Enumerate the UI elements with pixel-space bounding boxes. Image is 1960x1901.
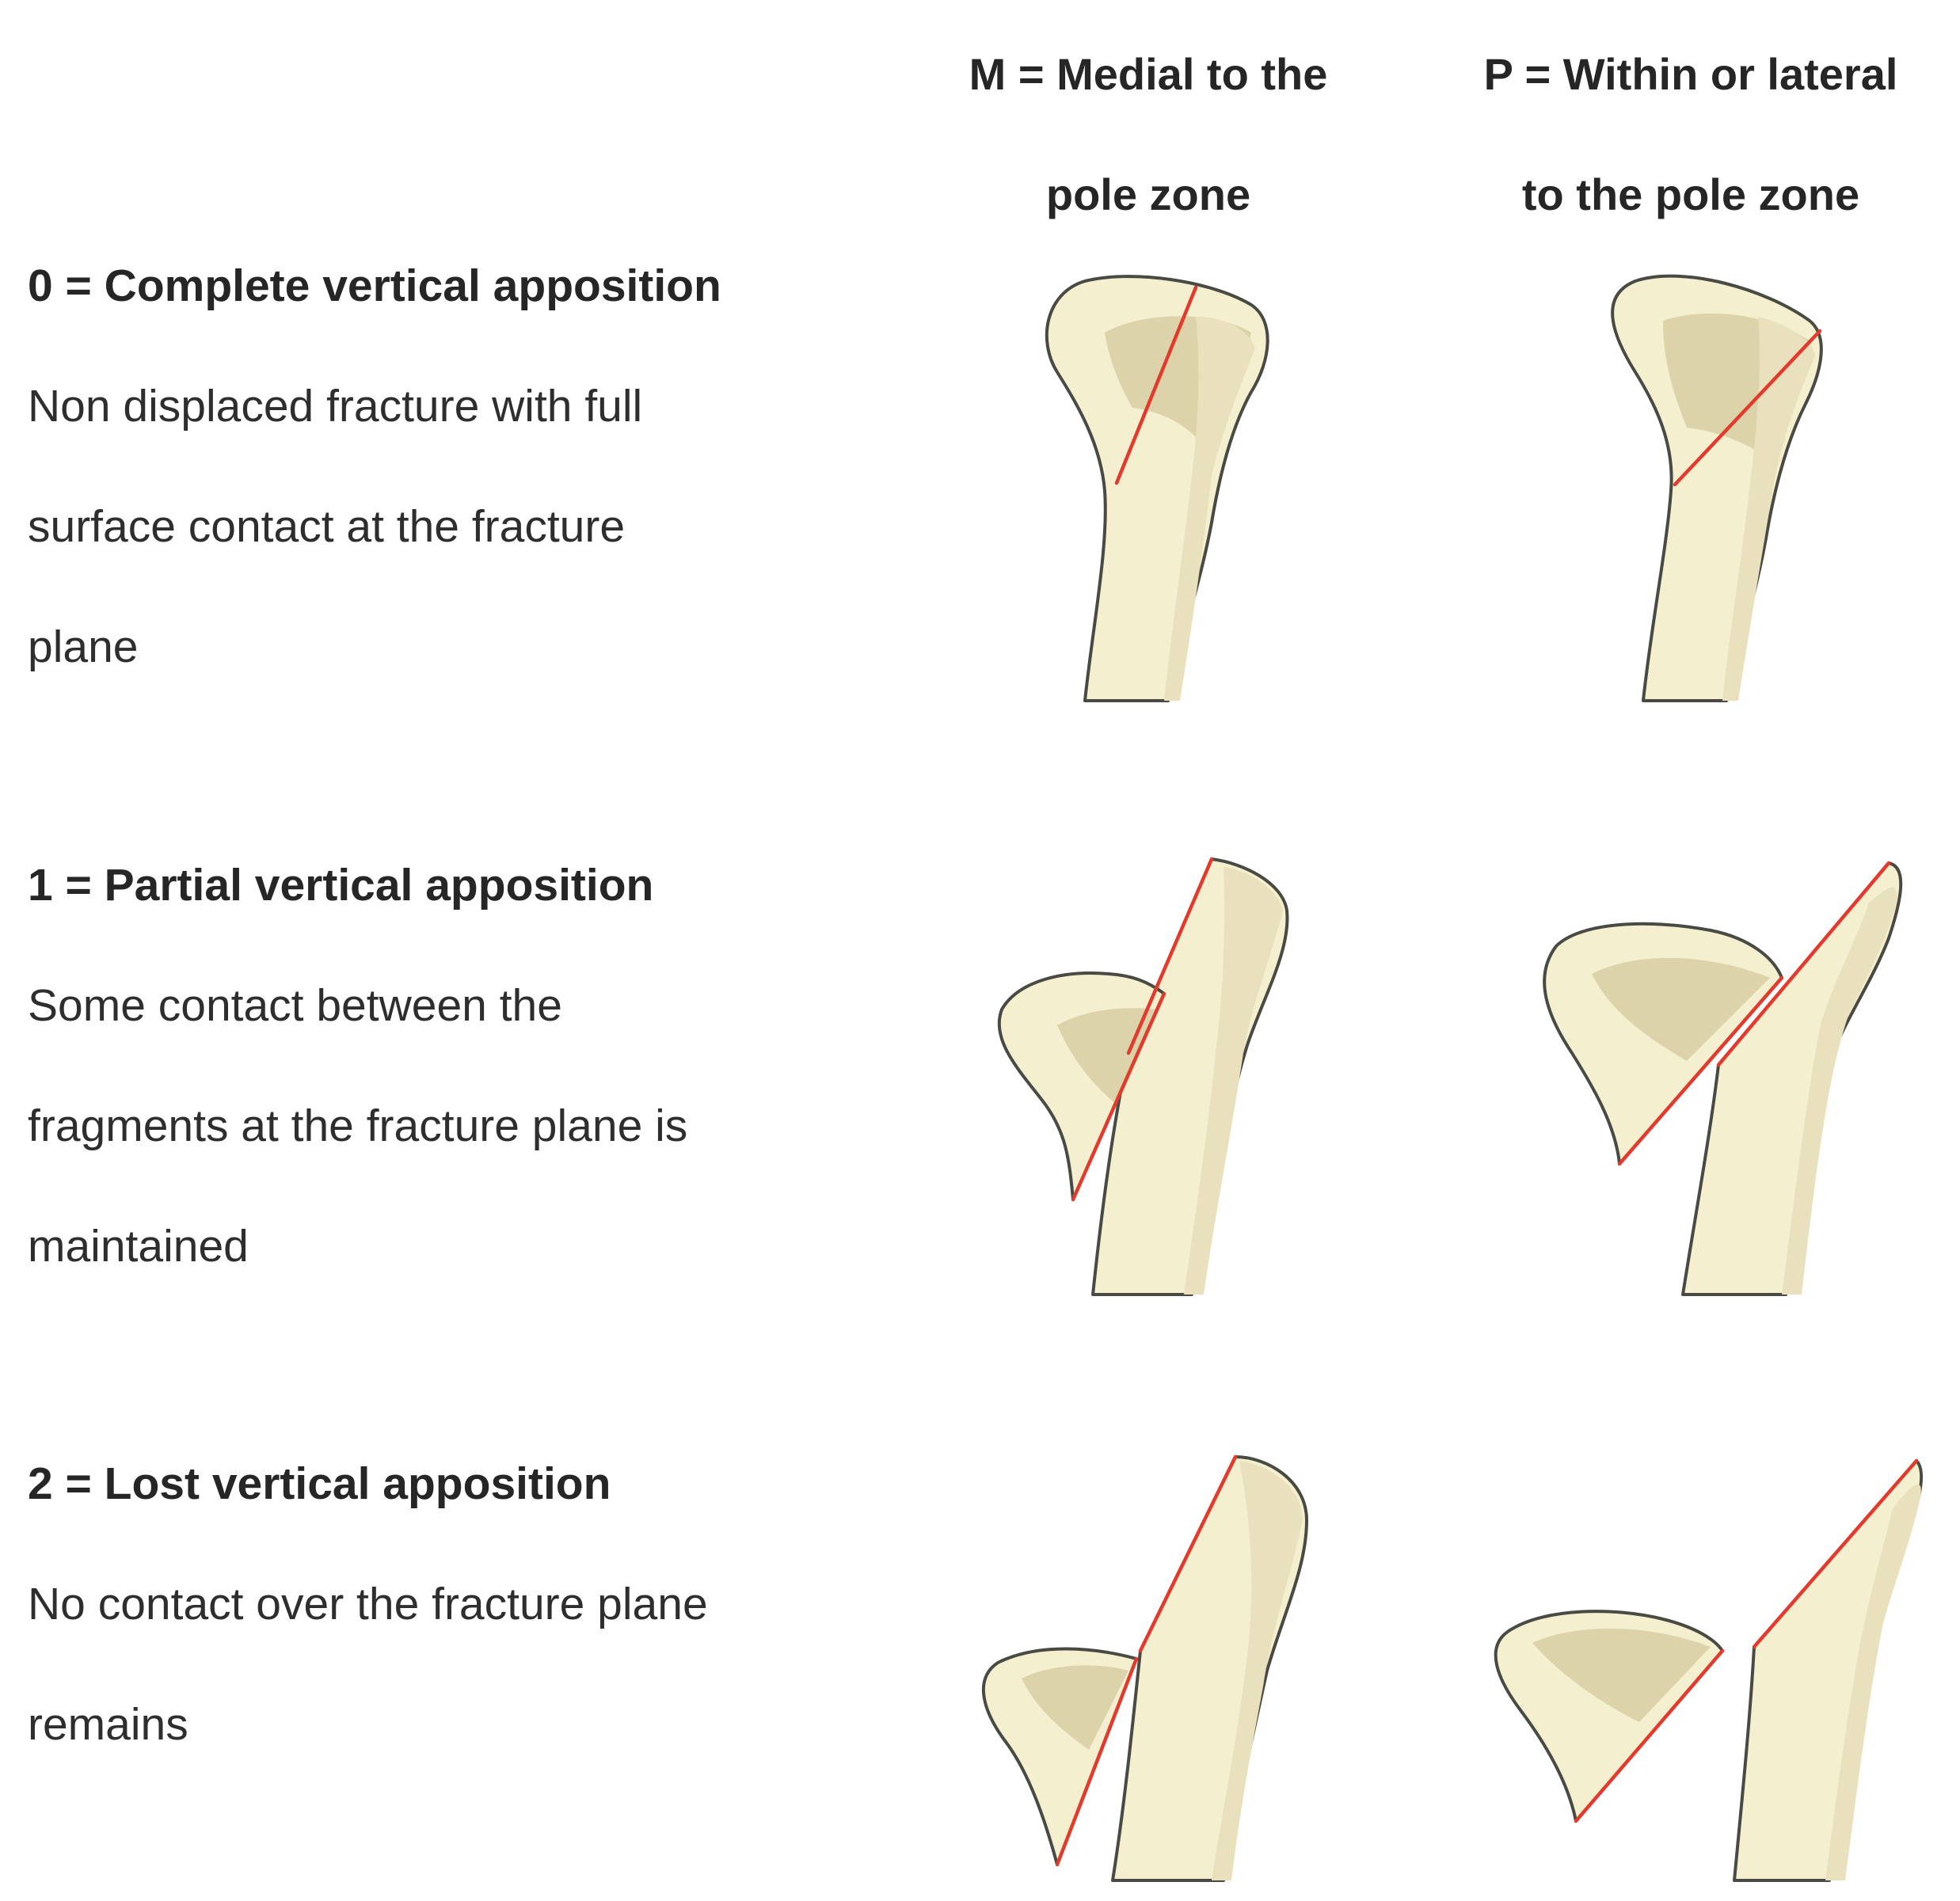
row-grade-0: 0 = Complete vertical apposition Non dis… <box>28 226 883 707</box>
grade-2-desc-line1: No contact over the fracture plane <box>28 1579 708 1629</box>
bone-1-pole <box>1543 861 1903 1296</box>
fracture-line-2-medial-shaft <box>1138 1454 1238 1653</box>
fracture-line-1-medial-head <box>1071 991 1166 1202</box>
column-header-medial: M = Medial to the pole zone <box>895 14 1402 255</box>
grade-0-desc-line3: plane <box>28 622 139 672</box>
grade-1-desc-line2: fragments at the fracture plane is <box>28 1101 688 1151</box>
fracture-line-1-pole-head <box>1617 975 1784 1166</box>
bone-0-pole <box>1611 274 1823 702</box>
fracture-line-2-pole-shaft <box>1752 1458 1919 1649</box>
row-grade-2: 2 = Lost vertical apposition No contact … <box>28 1424 883 1785</box>
column-header-medial-line1: M = Medial to the <box>969 49 1328 99</box>
fracture-line-0-medial <box>1114 285 1198 485</box>
grade-1-desc-line3: maintained <box>28 1221 249 1272</box>
bone-2-medial <box>981 1454 1308 1882</box>
column-header-pole-line1: P = Within or lateral <box>1483 49 1898 99</box>
fracture-line-1-pole-shaft <box>1716 861 1891 1067</box>
grade-1-title: 1 = Partial vertical apposition <box>28 860 654 911</box>
grade-0-desc-line2: surface contact at the fracture <box>28 501 626 552</box>
grade-2-desc-line2: remains <box>28 1699 188 1750</box>
fracture-line-1-medial-shaft <box>1126 857 1214 1055</box>
grade-2-title: 2 = Lost vertical apposition <box>28 1458 611 1509</box>
fracture-line-2-pole-head <box>1574 1648 1725 1823</box>
grade-0-title: 0 = Complete vertical apposition <box>28 260 721 311</box>
bone-2-pole <box>1494 1458 1924 1882</box>
fracture-line-0-pole <box>1673 329 1822 487</box>
column-header-medial-line2: pole zone <box>1045 169 1251 219</box>
bone-0-medial <box>1045 275 1269 702</box>
row-grade-1: 1 = Partial vertical apposition Some con… <box>28 825 883 1306</box>
grade-1-desc-line1: Some contact between the <box>28 980 562 1031</box>
column-header-pole-line2: to the pole zone <box>1521 169 1860 219</box>
column-header-pole: P = Within or lateral to the pole zone <box>1425 14 1956 255</box>
fracture-line-2-medial-head <box>1055 1656 1139 1867</box>
bone-1-medial <box>997 857 1289 1296</box>
grade-0-desc-line1: Non displaced fracture with full <box>28 381 643 432</box>
